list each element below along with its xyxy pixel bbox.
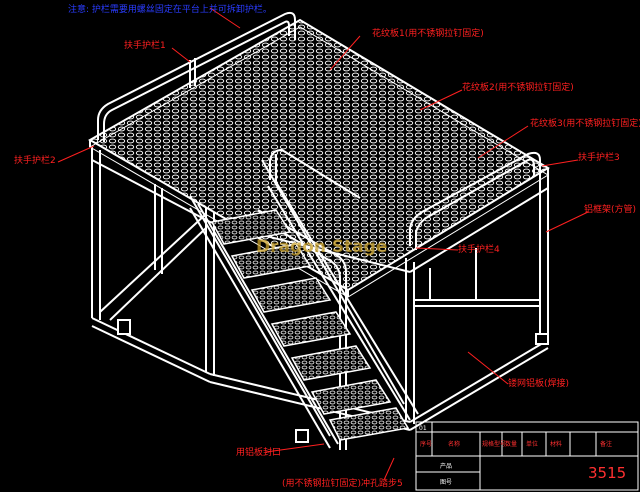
label-handrail-4: 扶手护栏4 — [458, 243, 500, 255]
handrails — [97, 11, 541, 250]
label-alu-plate-lower: 镂网铝板(焊接) — [508, 377, 569, 389]
label-bottom-note: (用不锈钢拉钉固定)冲孔踏步5 — [282, 477, 403, 489]
aluminum-frame — [91, 147, 549, 443]
drawing-number: 3515 — [588, 464, 626, 482]
top-note: 注意: 护栏需要用螺丝固定在平台上并可拆卸护栏。 — [68, 3, 272, 15]
watermark: Dragon Stage — [256, 237, 387, 257]
label-plate-2: 花纹板2(用不锈钢拉钉固定) — [462, 81, 574, 93]
header-qty: 数量 — [505, 440, 517, 448]
label-aluminum-frame: 铝框架(方管) — [584, 203, 636, 215]
header-material: 材料 — [550, 440, 562, 448]
header-index: 序号 — [420, 440, 432, 448]
drawing-no-label: 图号 — [440, 479, 452, 486]
header-unit: 单位 — [526, 440, 538, 448]
leader-lines — [57, 7, 589, 481]
label-plate-3: 花纹板3(用不锈钢拉钉固定) — [530, 117, 640, 129]
header-spec: 规格型号 — [482, 440, 506, 448]
label-handrail-2: 扶手护栏2 — [14, 154, 56, 166]
label-handrail-1: 扶手护栏1 — [124, 39, 166, 51]
sheet-number: 01 — [419, 425, 427, 432]
title-block: 01 序号 名称 规格型号 数量 单位 材料 备注 产品 图号 3515 — [415, 421, 639, 491]
header-remark: 备注 — [600, 440, 612, 448]
header-name: 名称 — [448, 440, 460, 448]
product-label: 产品 — [440, 462, 452, 470]
staircase — [189, 159, 419, 450]
label-handrail-3: 扶手护栏3 — [578, 151, 620, 163]
label-plate-1: 花纹板1(用不锈钢拉钉固定) — [372, 27, 484, 39]
label-alu-plate-d: 用铝板封口 — [236, 446, 281, 458]
